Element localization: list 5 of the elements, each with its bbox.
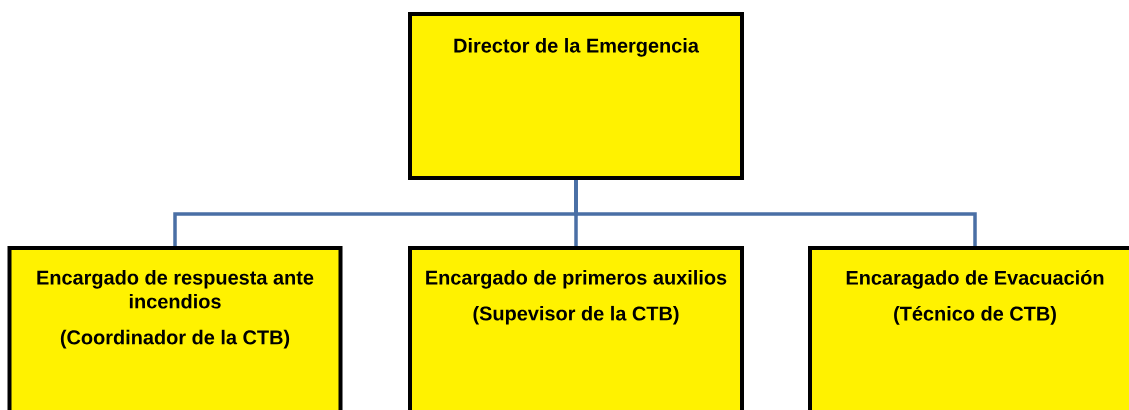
org-box: Director de la Emergencia xyxy=(408,12,744,180)
org-box: Encargado de respuesta ante incendios (Coordinador de la CTB) xyxy=(7,246,343,410)
org-box: Encargado de primeros auxilios (Supevisor de la CTB) xyxy=(408,246,744,410)
connector-line xyxy=(574,180,977,246)
org-box: Encaragado de Evacuación (Técnico de CTB) xyxy=(808,246,1129,410)
